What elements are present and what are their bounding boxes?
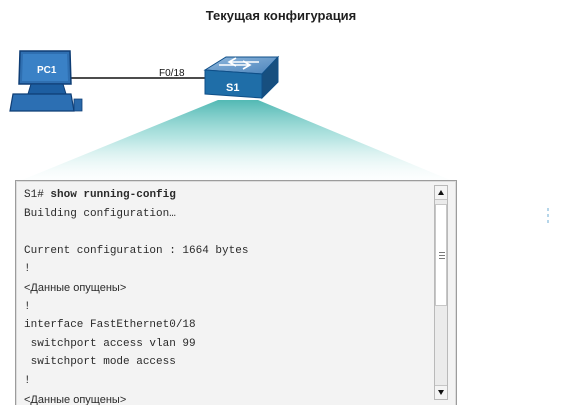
scroll-thumb[interactable] bbox=[435, 204, 447, 306]
scroll-up-button[interactable] bbox=[435, 186, 447, 200]
pc-icon: PC1 bbox=[9, 50, 83, 112]
terminal-command: show running-config bbox=[50, 189, 176, 201]
terminal-line: interface FastEthernet0/18 bbox=[24, 319, 196, 332]
terminal-line: switchport access vlan 99 bbox=[24, 337, 196, 350]
terminal-line: switchport mode access bbox=[24, 356, 176, 369]
terminal-line: <Данные опущены> bbox=[24, 393, 127, 405]
terminal-line: Current configuration : 1664 bytes bbox=[24, 244, 249, 257]
switch-label: S1 bbox=[226, 82, 239, 94]
switch-icon: S1 bbox=[203, 55, 280, 100]
scroll-down-arrow-icon bbox=[438, 390, 444, 395]
terminal-line: ! bbox=[24, 263, 31, 276]
terminal-prompt: S1# bbox=[24, 189, 44, 201]
terminal-scrollbar[interactable] bbox=[434, 185, 448, 400]
terminal-line: S1# show running-config bbox=[24, 186, 426, 205]
thumb-grip-line bbox=[439, 255, 445, 256]
thumb-grip-line bbox=[439, 252, 445, 253]
terminal-line: ! bbox=[24, 374, 31, 387]
terminal-line: <Данные опущены> bbox=[24, 281, 127, 294]
page-title: Текущая конфигурация bbox=[205, 8, 357, 23]
terminal-output[interactable]: S1# show running-config Building configu… bbox=[15, 180, 457, 405]
scroll-down-button[interactable] bbox=[435, 385, 447, 399]
scroll-up-arrow-icon bbox=[438, 190, 444, 195]
terminal-text-area[interactable]: S1# show running-config Building configu… bbox=[24, 186, 426, 405]
thumb-grip-line bbox=[439, 258, 445, 259]
pc-label: PC1 bbox=[37, 65, 57, 76]
terminal-line bbox=[24, 223, 426, 242]
terminal-line: Building configuration… bbox=[24, 207, 176, 220]
link-port-label: F0/18 bbox=[159, 68, 185, 79]
terminal-line: ! bbox=[24, 300, 31, 313]
zoom-fan-shape bbox=[22, 100, 450, 180]
